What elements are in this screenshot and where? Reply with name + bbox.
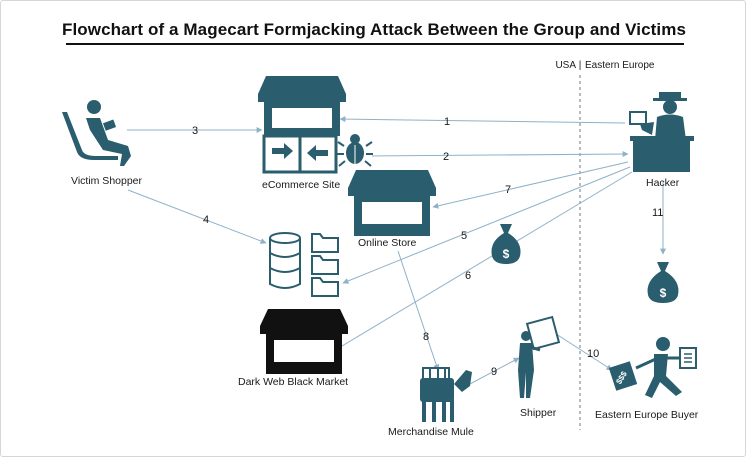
online-store-icon (348, 170, 436, 236)
region-separator: | (579, 60, 582, 71)
folder-icon (311, 233, 339, 297)
dark-web-market-label: Dark Web Black Market (238, 376, 348, 388)
delivery-person-icon (518, 315, 561, 398)
money-bag-symbol: $ (503, 247, 510, 261)
step-number-1: 1 (444, 116, 450, 128)
victim-shopper-label: Victim Shopper (71, 175, 143, 187)
eastern-buyer-label: Eastern Europe Buyer (595, 409, 699, 421)
money-bag-symbol-buyer: $ (660, 286, 667, 300)
arrow-7 (432, 161, 629, 209)
title-underline (66, 43, 684, 45)
arrow-2 (371, 151, 629, 158)
database-icon (269, 232, 301, 289)
step-number-10: 10 (587, 348, 599, 360)
step-number-11: 11 (652, 207, 663, 219)
step-number-8: 8 (423, 331, 429, 343)
victim-shopper-icon (62, 100, 131, 166)
step-number-9: 9 (491, 366, 497, 378)
region-label-eastern-europe: Eastern Europe (585, 60, 655, 71)
arrow-4 (127, 189, 267, 244)
step-number-3: 3 (192, 125, 198, 137)
region-label-usa: USA (555, 60, 576, 71)
hacker-label: Hacker (646, 177, 680, 189)
diagram-title: Flowchart of a Magecart Formjacking Atta… (61, 20, 687, 39)
step-number-7: 7 (505, 184, 511, 196)
arrow-9 (467, 357, 520, 386)
step-number-5: 5 (461, 230, 467, 242)
ecommerce-site-label: eCommerce Site (262, 179, 340, 191)
running-buyer-icon: $$$ (608, 337, 697, 398)
step-number-6: 6 (465, 270, 471, 282)
dark-web-market-icon (260, 309, 348, 374)
arrow-6 (326, 171, 633, 356)
money-bag-icon-buyer: $ (647, 262, 679, 303)
arrow-1 (339, 116, 626, 124)
arrow-10 (552, 331, 613, 371)
arrow-8 (397, 250, 440, 371)
money-bag-icon: $ (491, 224, 521, 264)
arrow-5 (342, 166, 631, 284)
shipper-label: Shipper (520, 407, 557, 419)
online-store-label: Online Store (358, 237, 417, 249)
merchandise-mule-label: Merchandise Mule (388, 426, 474, 438)
step-number-4: 4 (203, 214, 209, 226)
ecommerce-site-icon (258, 76, 346, 174)
mule-icon (420, 367, 472, 422)
step-number-2: 2 (443, 151, 449, 163)
bug-icon (337, 134, 373, 167)
hacker-icon (629, 92, 694, 172)
